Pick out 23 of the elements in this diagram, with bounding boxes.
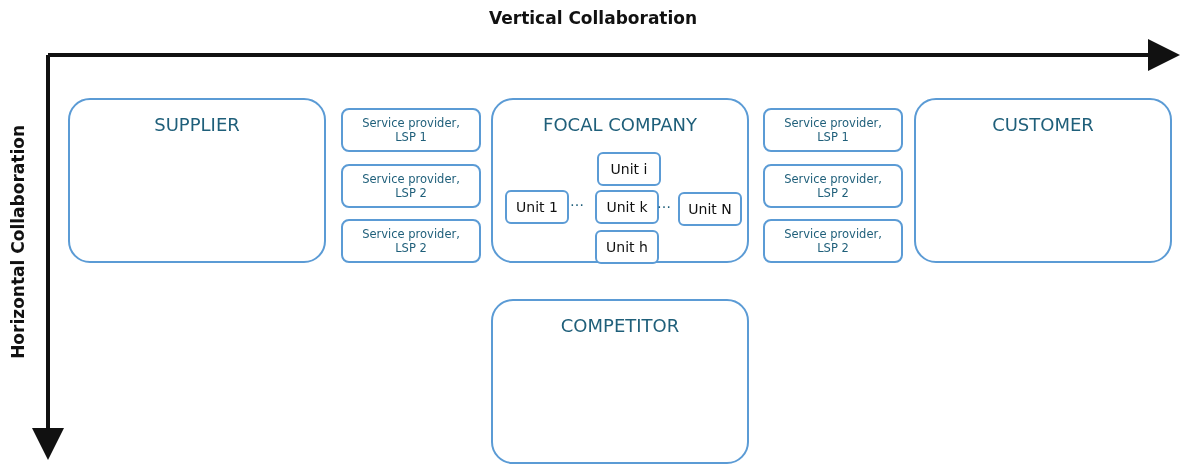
service-provider-box: Service provider, LSP 2 [341,219,481,263]
box-heading: FOCAL COMPANY [542,114,698,135]
service-provider-box: Service provider, LSP 1 [341,108,481,152]
ellipsis: … [570,193,584,209]
box-heading: SUPPLIER [153,114,241,135]
service-provider-box: Service provider, LSP 2 [341,164,481,208]
organization-box [914,98,1172,263]
unit-box: Unit i [597,152,661,186]
organization-box [68,98,326,263]
box-heading: COMPETITOR [559,315,681,336]
unit-box: Unit N [678,192,742,226]
axis-label: Horizontal Collaboration [8,125,28,359]
box-heading: CUSTOMER [991,114,1095,135]
axis-label: Vertical Collaboration [489,8,698,28]
organization-box [491,98,749,263]
service-provider-box: Service provider, LSP 2 [763,219,903,263]
service-provider-box: Service provider, LSP 2 [763,164,903,208]
unit-box: Unit k [595,190,659,224]
unit-box: Unit 1 [505,190,569,224]
organization-box [491,299,749,464]
unit-box: Unit h [595,230,659,264]
service-provider-box: Service provider, LSP 1 [763,108,903,152]
ellipsis: … [657,195,671,211]
